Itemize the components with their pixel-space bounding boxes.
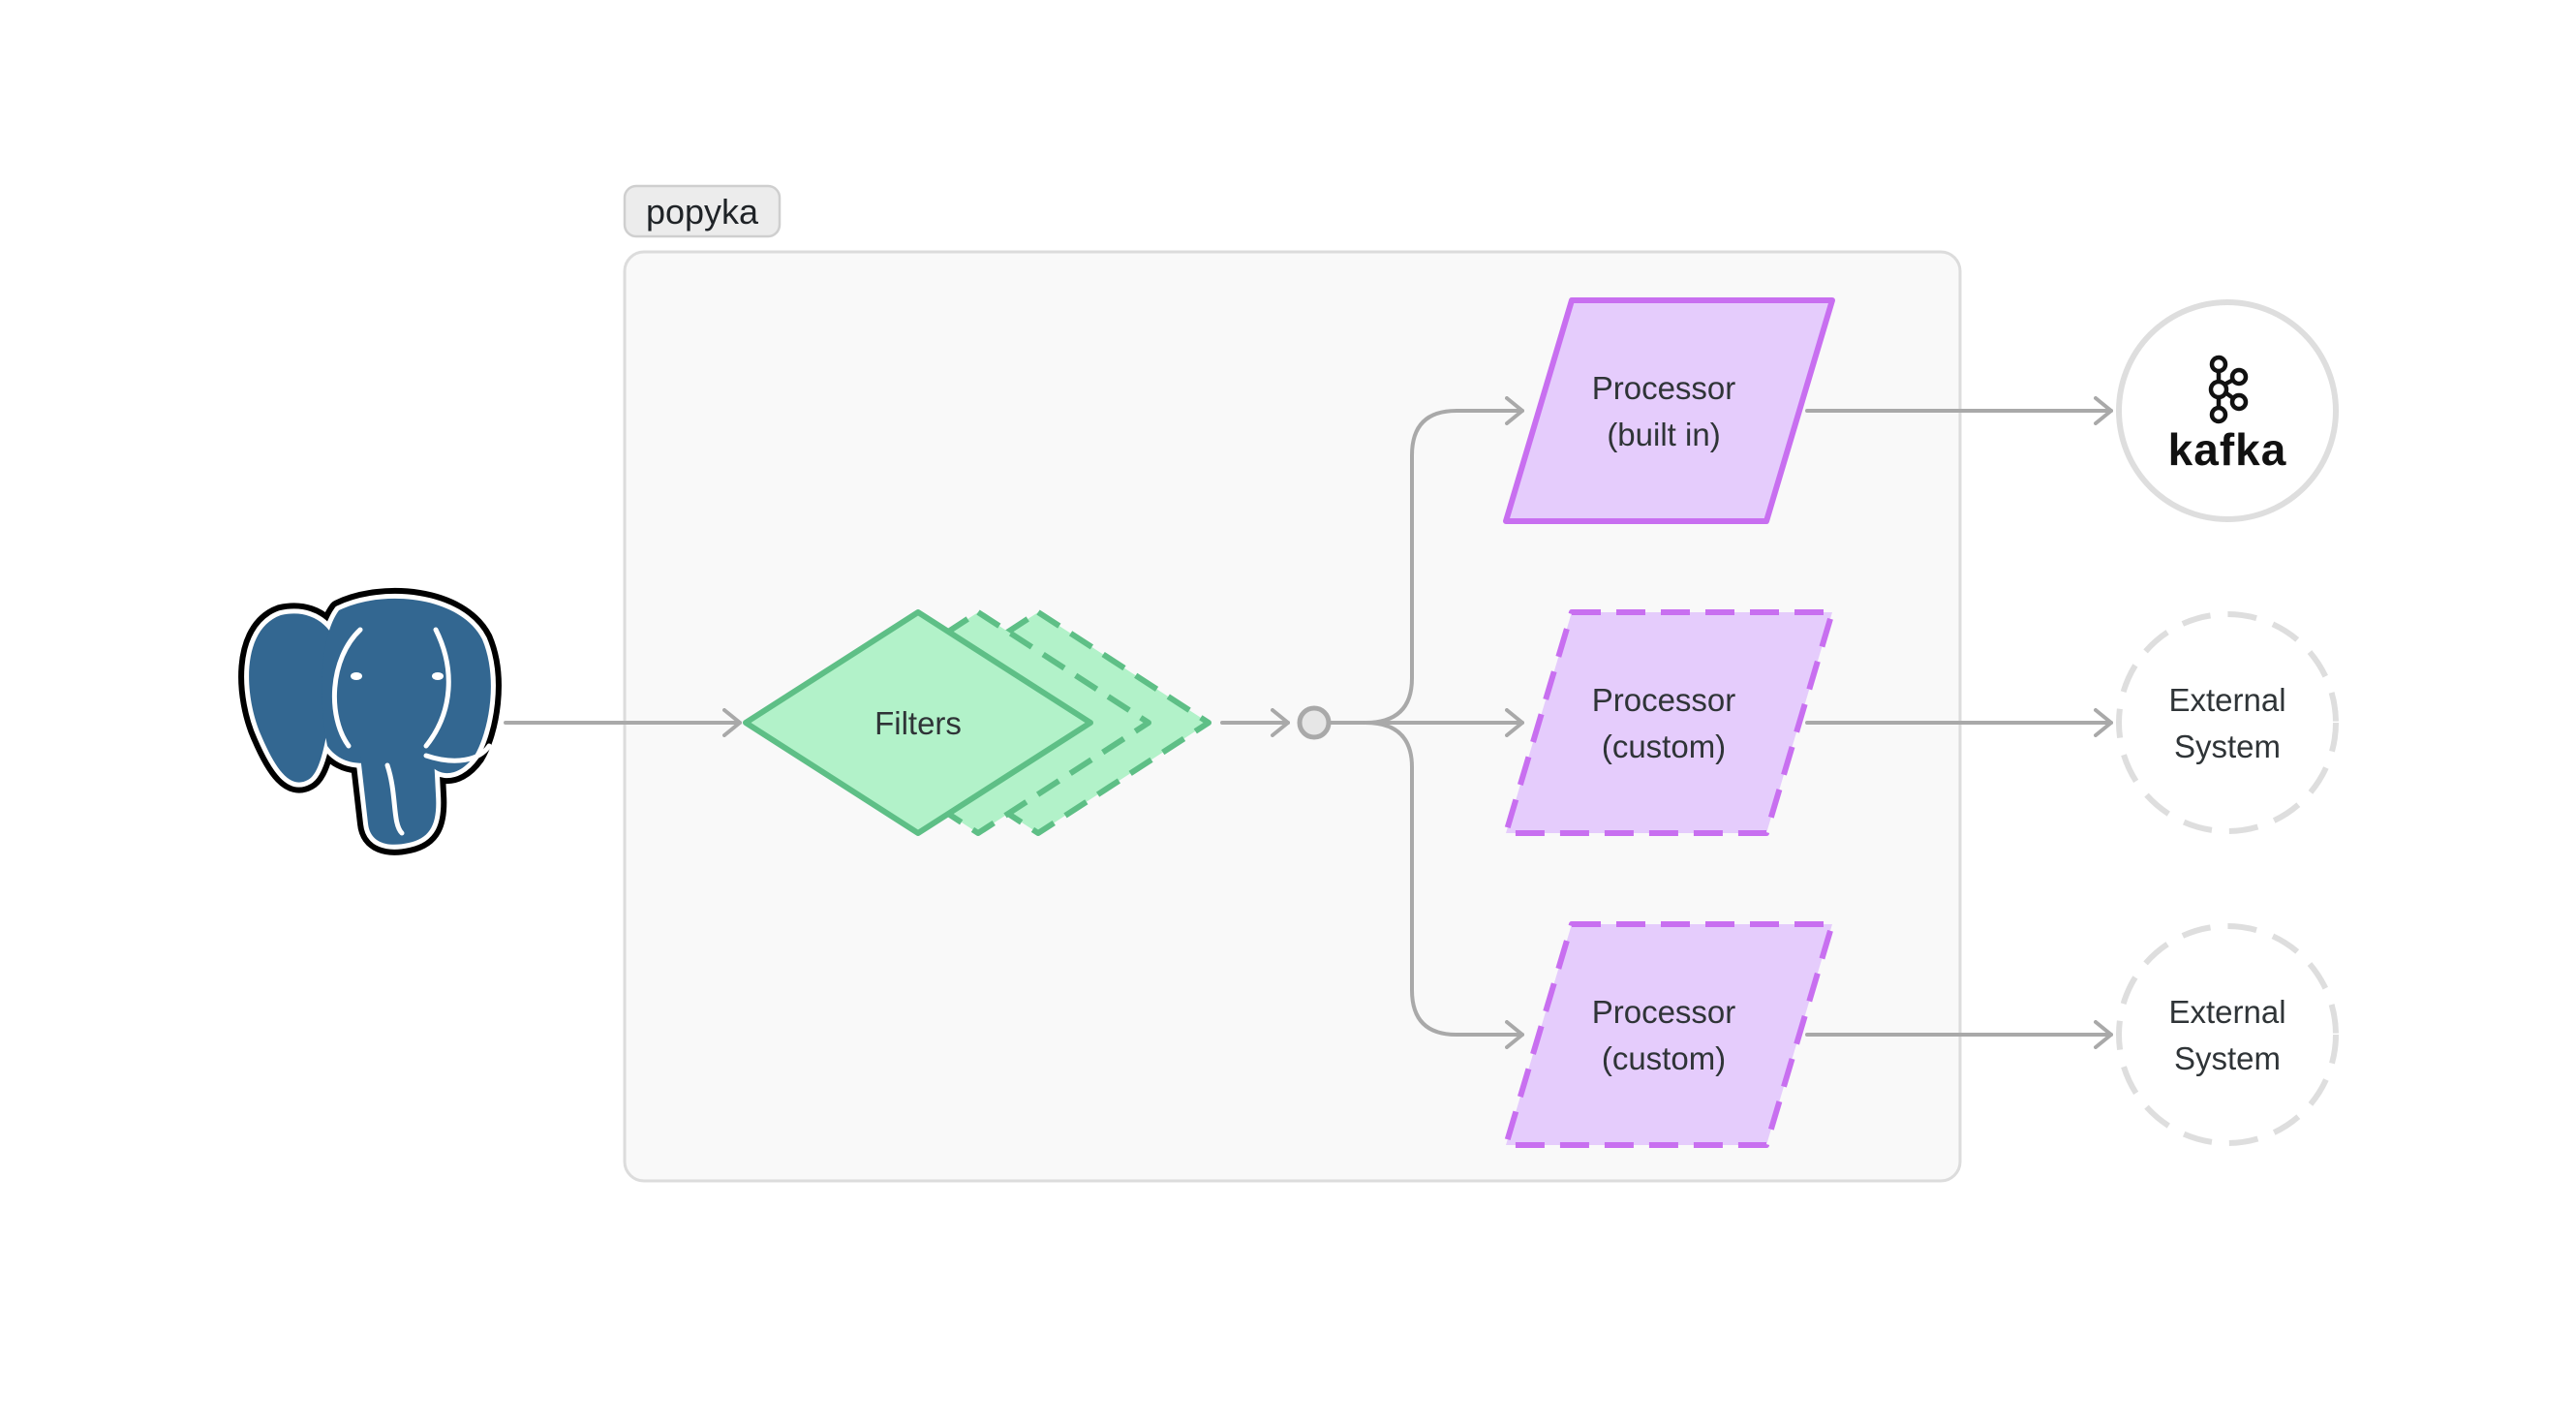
external-1-line1: External xyxy=(2168,682,2285,718)
kafka-icon xyxy=(2208,355,2249,424)
processor-2-line2: (custom) xyxy=(1602,728,1726,764)
external-2-line1: External xyxy=(2168,994,2285,1030)
arrow-junction-to-processor-3 xyxy=(1364,721,1524,1049)
processor-builtin: Processor (built in) xyxy=(1503,297,1835,524)
processor-3-line1: Processor xyxy=(1592,994,1736,1030)
group-label: popyka xyxy=(646,192,759,232)
external-1-line2: System xyxy=(2174,728,2281,764)
filters-label: Filters xyxy=(874,705,962,741)
processor-custom-1: Processor (custom) xyxy=(1503,609,1835,836)
processor-3-line2: (custom) xyxy=(1602,1040,1726,1076)
filter-main xyxy=(743,609,1093,836)
external-system-1: External System xyxy=(2116,611,2339,834)
junction-node xyxy=(1297,705,1332,740)
external-system-2: External System xyxy=(2116,923,2339,1146)
postgresql-elephant-icon xyxy=(238,587,502,855)
arrow-junction-to-processor-1 xyxy=(1364,396,1524,725)
filters-node: Filters xyxy=(743,609,1211,836)
kafka-destination: kafka xyxy=(2116,299,2339,522)
kafka-logo-text: kafka xyxy=(2168,424,2287,475)
processor-1-line2: (built in) xyxy=(1607,417,1720,452)
group-label-tab: popyka xyxy=(623,184,782,238)
processor-2-line1: Processor xyxy=(1592,682,1736,718)
connectors xyxy=(504,396,2113,1049)
processor-1-line1: Processor xyxy=(1592,370,1736,406)
processor-custom-2: Processor (custom) xyxy=(1503,921,1835,1148)
external-2-line2: System xyxy=(2174,1040,2281,1076)
